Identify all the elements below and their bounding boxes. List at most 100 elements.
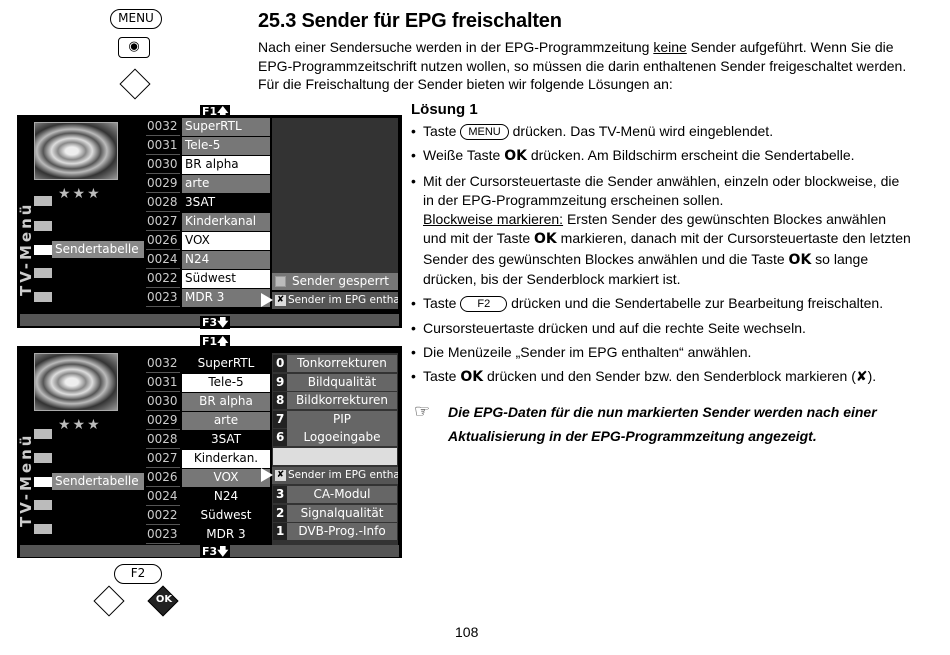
channel-number: 0023 xyxy=(146,526,180,544)
menu-bar[interactable] xyxy=(34,268,52,278)
cross-mark-icon: ✘ xyxy=(275,470,286,481)
option-label: Bildkorrekturen xyxy=(287,392,397,409)
menu-bar[interactable] xyxy=(34,292,52,302)
option-label: Tonkorrekturen xyxy=(287,355,397,372)
step-5: Cursorsteuertaste drücken und auf die re… xyxy=(411,319,911,339)
arrow-down-icon: 🡇 xyxy=(217,316,229,329)
cursor-arrow-icon xyxy=(261,293,273,307)
checkbox-icon xyxy=(275,276,286,287)
channel-name: MDR 3 xyxy=(182,526,270,544)
channel-number: 0031 xyxy=(146,137,180,155)
step-4: Taste F2 drücken und die Sendertabelle z… xyxy=(411,294,911,314)
channel-name: arte xyxy=(182,412,270,430)
tv-menu-vertical-label: TV-Menü xyxy=(17,432,35,527)
tiger-thumbnail xyxy=(34,122,118,180)
option-number: 6 xyxy=(276,430,285,444)
option-number: 1 xyxy=(276,524,285,538)
menu-key-icon: MENU xyxy=(460,124,509,140)
tv-menu-vertical-label: TV-Menü xyxy=(17,201,35,296)
arrow-up-icon: 🡅 xyxy=(217,105,229,118)
menu-bar[interactable] xyxy=(34,500,52,510)
antenna-key-icon: ◉ xyxy=(118,37,150,58)
channel-name: BR alpha xyxy=(182,156,270,174)
f3-key-label: F3🡇 xyxy=(200,545,231,558)
step-6: Die Menüzeile „Sender im EPG enthalten“ … xyxy=(411,343,911,363)
ok-key-icon: OK xyxy=(788,251,812,268)
arrow-up-icon: 🡅 xyxy=(217,335,229,348)
channel-number: 0028 xyxy=(146,194,180,212)
channel-number: 0022 xyxy=(146,507,180,525)
keine-emphasis: keine xyxy=(653,39,687,55)
option-sender-gesperrt[interactable]: Sender gesperrt xyxy=(272,273,398,290)
option-number: 9 xyxy=(276,374,285,389)
channel-number: 0028 xyxy=(146,431,180,449)
channel-name: Kinderkan. xyxy=(182,450,270,468)
step-2: Weiße Taste OK drücken. Am Bildschirm er… xyxy=(411,146,911,166)
channel-name: Tele-5 xyxy=(182,137,270,155)
channel-number: 0022 xyxy=(146,270,180,288)
menu-item-sendertabelle[interactable]: Sendertabelle xyxy=(52,241,144,258)
f1-key-label: F1🡅 xyxy=(200,335,231,348)
channel-name: SuperRTL xyxy=(182,355,270,373)
channel-name: Kinderkanal xyxy=(182,213,270,231)
option-label: CA-Modul xyxy=(287,486,397,503)
tiger-thumbnail xyxy=(34,353,118,411)
option-number: 2 xyxy=(276,505,285,520)
f2-key-icon: F2 xyxy=(114,564,162,584)
channel-name: BR alpha xyxy=(182,393,270,411)
channel-name: MDR 3 xyxy=(182,289,270,307)
option-sender-im-epg[interactable]: ✘Sender im EPG enthalten xyxy=(272,467,398,484)
channel-number: 0030 xyxy=(146,156,180,174)
cross-mark-icon: ✘ xyxy=(275,295,286,306)
cursor-arrow-icon xyxy=(261,468,273,482)
f1-key-label: F1🡅 xyxy=(200,105,231,118)
menu-bar[interactable] xyxy=(34,196,52,206)
menu-bar[interactable] xyxy=(34,453,52,463)
cursor-diamond-icon xyxy=(93,585,125,617)
menu-bar[interactable] xyxy=(34,221,52,231)
channel-number: 0032 xyxy=(146,118,180,136)
channel-number: 0024 xyxy=(146,488,180,506)
menu-bar-selected[interactable] xyxy=(34,245,52,255)
menu-bar-selected[interactable] xyxy=(34,477,52,487)
menu-bar[interactable] xyxy=(34,429,52,439)
option-sender-im-epg[interactable]: ✘Sender im EPG enthalten xyxy=(272,292,398,309)
rating-stars: ★★★ xyxy=(58,417,102,433)
menu-bar[interactable] xyxy=(34,524,52,534)
option-row-empty[interactable] xyxy=(273,448,397,465)
menu-item-sendertabelle[interactable]: Sendertabelle xyxy=(52,473,144,490)
options-panel xyxy=(272,118,398,273)
section-heading: 25.3 Sender für EPG freischalten xyxy=(258,10,562,32)
channel-number: 0026 xyxy=(146,469,180,487)
